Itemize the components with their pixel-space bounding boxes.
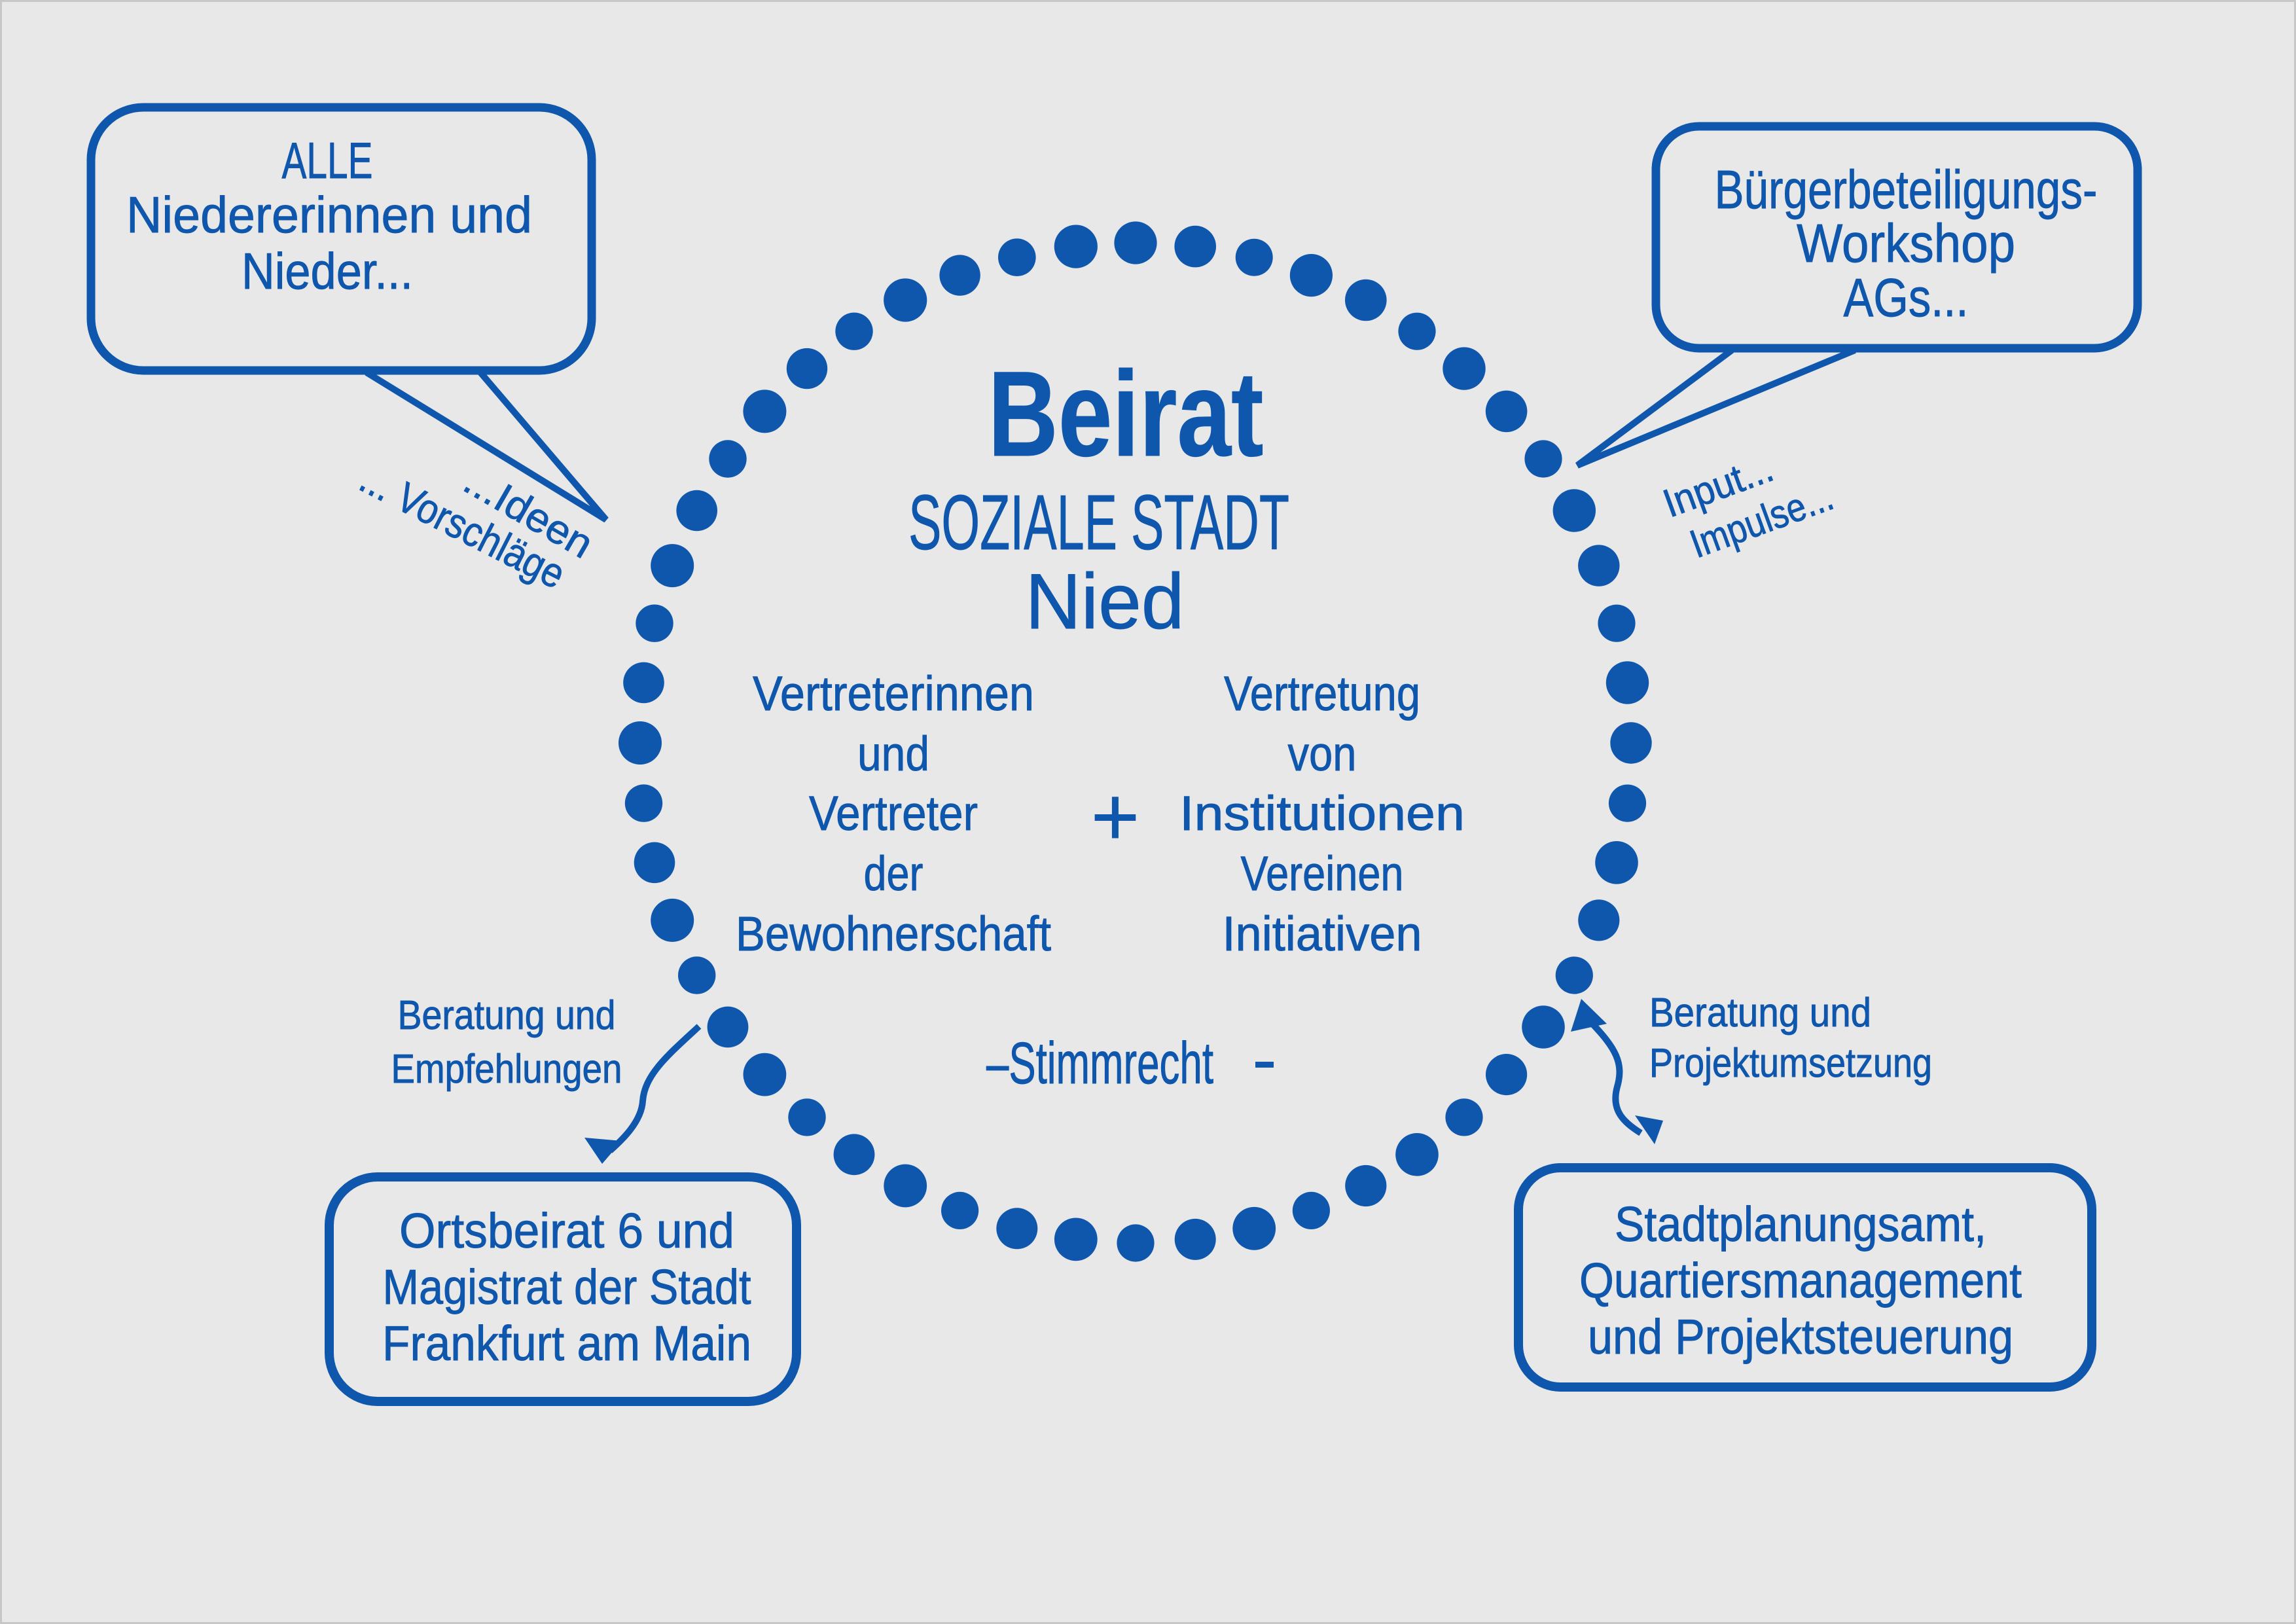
svg-text:von: von (1288, 727, 1357, 781)
svg-text:Institutionen: Institutionen (1179, 786, 1465, 840)
svg-text:Frankfurt am Main: Frankfurt am Main (382, 1316, 751, 1371)
svg-text:Vertretung: Vertretung (1224, 666, 1420, 721)
svg-text:Beratung und: Beratung und (398, 993, 616, 1038)
svg-text:Niedererinnen und: Niedererinnen und (126, 186, 532, 244)
svg-text:–Stimmrecht: –Stimmrecht (986, 1031, 1213, 1096)
svg-text:der: der (864, 846, 924, 901)
svg-text:Projektumsetzung: Projektumsetzung (1649, 1041, 1932, 1086)
svg-text:Bewohnerschaft: Bewohnerschaft (736, 907, 1051, 961)
svg-text:und Projektsteuerung: und Projektsteuerung (1588, 1309, 2013, 1364)
svg-text:AGs...: AGs... (1844, 267, 1969, 328)
svg-text:Vereinen: Vereinen (1241, 846, 1404, 901)
svg-text:Magistrat der Stadt: Magistrat der Stadt (383, 1259, 751, 1314)
svg-text:Ortsbeirat 6 und: Ortsbeirat 6 und (399, 1203, 734, 1258)
svg-text:Vertreterinnen: Vertreterinnen (753, 666, 1034, 721)
svg-text:Beratung und: Beratung und (1649, 990, 1871, 1036)
svg-text:Quartiersmanagement: Quartiersmanagement (1579, 1253, 2022, 1308)
svg-text:ALLE: ALLE (282, 132, 373, 189)
svg-text:+: + (1091, 770, 1139, 863)
svg-text:Stadtplanungsamt,: Stadtplanungsamt, (1615, 1197, 1986, 1252)
svg-text:Bürgerbeteiligungs-: Bürgerbeteiligungs- (1715, 159, 2098, 220)
svg-text:SOZIALE STADT: SOZIALE STADT (908, 479, 1289, 566)
svg-text:Empfehlungen: Empfehlungen (391, 1047, 622, 1092)
svg-text:Beirat: Beirat (988, 347, 1264, 482)
svg-text:Nied: Nied (1026, 558, 1185, 645)
svg-text:Nieder...: Nieder... (242, 242, 413, 300)
svg-text:Initiativen: Initiativen (1223, 907, 1422, 961)
svg-text:Workshop: Workshop (1797, 213, 2015, 274)
svg-text:und: und (857, 727, 929, 781)
svg-text:Vertreter: Vertreter (809, 786, 978, 840)
